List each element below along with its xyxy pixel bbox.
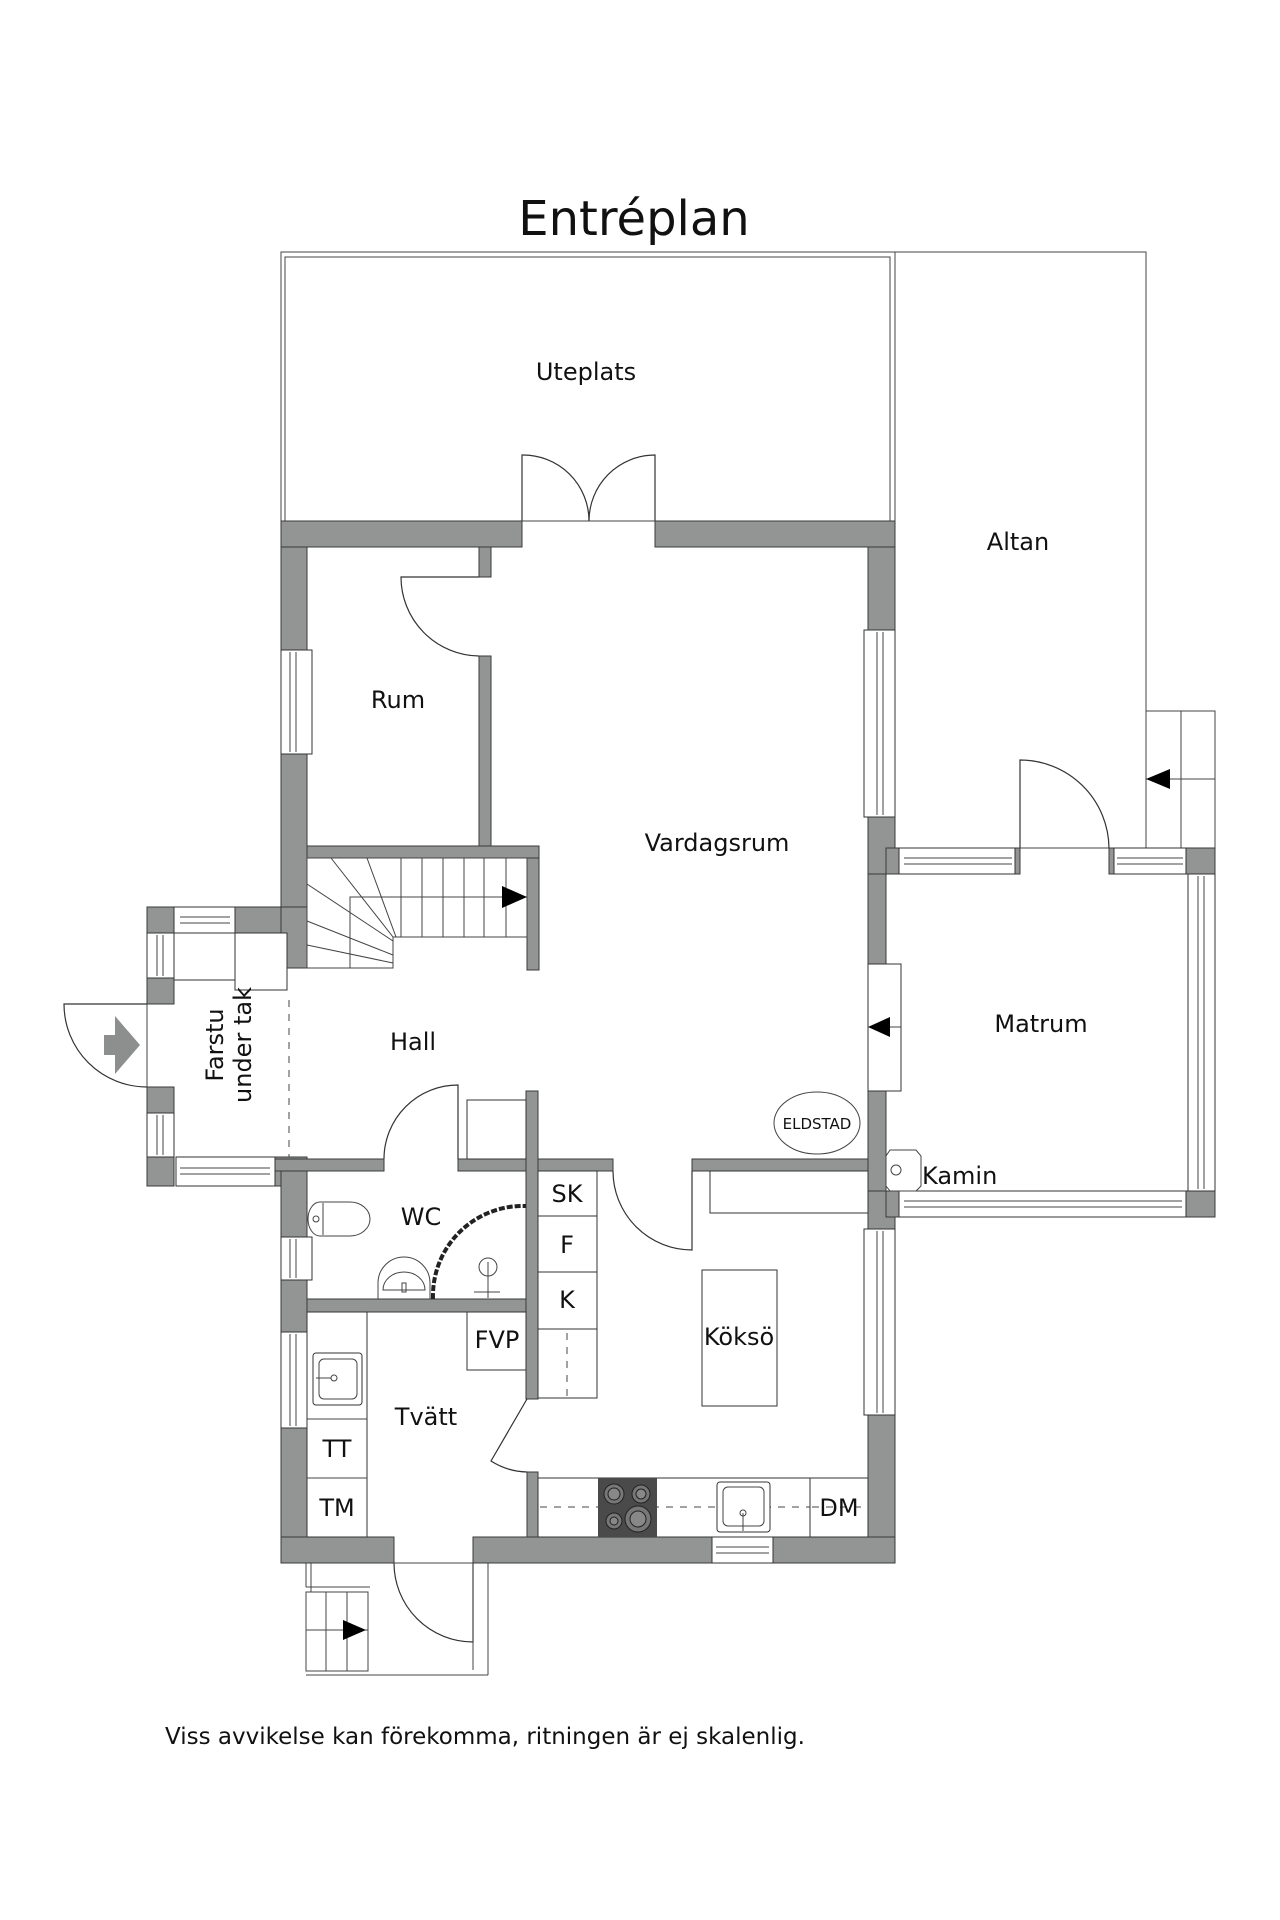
entrance-arrow-icon: [104, 1016, 140, 1074]
back-steps: [305, 1563, 489, 1676]
stairs: [306, 857, 528, 969]
label-eldstad: ELDSTAD: [783, 1115, 852, 1133]
uteplats-area: [280, 251, 896, 522]
wc-fixtures: [307, 1201, 527, 1300]
label-f: F: [560, 1231, 574, 1259]
hall-cabinet: [466, 1099, 527, 1160]
altan-area: [894, 251, 1216, 849]
label-uteplats: Uteplats: [536, 358, 636, 386]
label-k: K: [559, 1286, 576, 1314]
label-kokso: Köksö: [704, 1323, 774, 1351]
altan-step-arrow-icon: [1146, 769, 1170, 789]
doors: [63, 454, 1170, 1643]
label-altan: Altan: [987, 528, 1049, 556]
label-hall: Hall: [390, 1028, 436, 1056]
label-dm: DM: [819, 1494, 858, 1522]
label-tt: TT: [322, 1435, 352, 1463]
label-vardagsrum: Vardagsrum: [645, 829, 790, 857]
fireplace: [773, 1091, 861, 1155]
label-farstu-line1: Farstu: [201, 1008, 229, 1081]
farstu: [104, 932, 290, 1157]
label-fvp: FVP: [475, 1326, 520, 1354]
label-kamin: Kamin: [922, 1162, 997, 1190]
disclaimer-text: Viss avvikelse kan förekomma, ritningen …: [165, 1724, 805, 1750]
label-wc: WC: [401, 1203, 442, 1231]
kitchen-cabinets: [537, 1170, 869, 1538]
walls: [146, 520, 1216, 1564]
label-farstu-line2: under tak: [229, 987, 257, 1103]
label-rum: Rum: [371, 686, 425, 714]
stairs-arrow-icon: [502, 886, 527, 908]
stove-kamin: [885, 1149, 922, 1192]
windows: [146, 629, 1216, 1564]
plan-title: Entréplan: [518, 191, 749, 247]
label-sk: SK: [552, 1180, 584, 1208]
kitchen-island: [701, 1269, 778, 1407]
kitchen-sink-icon: [716, 1481, 771, 1533]
label-tm: TM: [318, 1494, 354, 1522]
label-tvatt: Tvätt: [394, 1403, 457, 1431]
door-arrow-icon: [868, 1017, 890, 1037]
utility-sink-icon: [312, 1352, 363, 1406]
label-matrum: Matrum: [994, 1010, 1087, 1038]
tvatt-fixtures: [306, 1311, 527, 1538]
back-steps-arrow-icon: [343, 1620, 366, 1640]
